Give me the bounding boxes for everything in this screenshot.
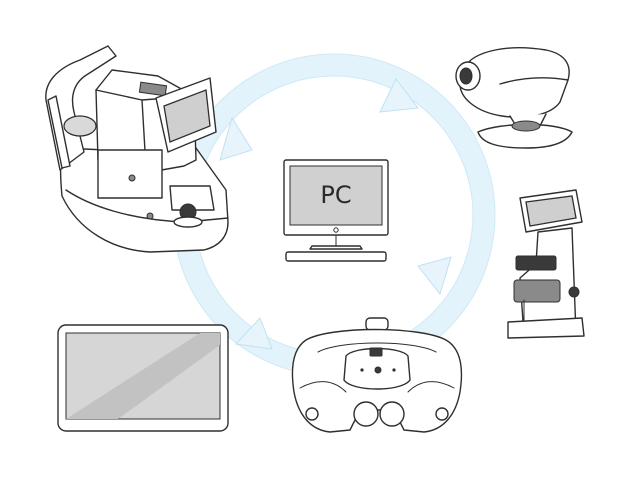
lensmeter-lens-holder: [515, 255, 557, 271]
refractometer-chin-cup: [63, 115, 97, 137]
pc-keyboard: [285, 251, 387, 262]
phoropter-indicator-right: [392, 368, 396, 372]
refractometer-control-pad: [169, 185, 215, 211]
arrow-bottom-left-icon: [234, 317, 273, 350]
pc-label: PC: [320, 181, 351, 209]
phoropter-mount: [365, 317, 389, 331]
phoropter-left-contour: [299, 381, 347, 393]
refractometer-vent: [138, 81, 168, 97]
phoropter-right-contour: [407, 381, 455, 393]
pc-computer: PC: [283, 159, 389, 262]
lensmeter-knob-icon: [568, 286, 580, 298]
arrow-right-icon: [417, 256, 452, 296]
pc-stand-base: [309, 245, 363, 250]
refractometer-screen: [163, 89, 211, 143]
refractometer-column: [97, 149, 163, 199]
pc-monitor-screen: [289, 165, 383, 226]
phoropter-center-button: [374, 366, 382, 374]
lensmeter-base: [507, 317, 585, 339]
phoropter-dial-right: [435, 407, 449, 421]
display-monitor-icon: [57, 324, 229, 432]
pc-power-icon: [333, 227, 339, 233]
projector-seam: [499, 77, 569, 85]
refractometer-joystick-base: [173, 216, 203, 228]
projector-lens-icon: [459, 67, 473, 85]
refractometer-chinrest-pad: [47, 95, 71, 169]
phoropter-top-edge: [317, 342, 437, 353]
arrow-top-left-icon: [219, 116, 253, 161]
phoropter-dial-left: [305, 407, 319, 421]
lensmeter-lens-table: [513, 279, 561, 303]
phoropter-display-icon: [369, 347, 383, 357]
projector-pivot: [511, 120, 541, 132]
phoropter-indicator-left: [360, 368, 364, 372]
lensmeter-screen: [525, 195, 577, 227]
refractometer-button: [146, 212, 154, 220]
lensmeter-icon: [507, 189, 585, 339]
arrow-top-right-icon: [379, 78, 419, 113]
phoropter-icon: [291, 317, 463, 433]
phoropter-aperture-left: [353, 401, 379, 427]
chart-projector-icon: [455, 47, 573, 149]
auto-refractometer-icon: [45, 45, 229, 253]
phoropter-aperture-right: [379, 401, 405, 427]
display-screen-reflection: [66, 333, 220, 419]
refractometer-knob: [128, 174, 136, 182]
